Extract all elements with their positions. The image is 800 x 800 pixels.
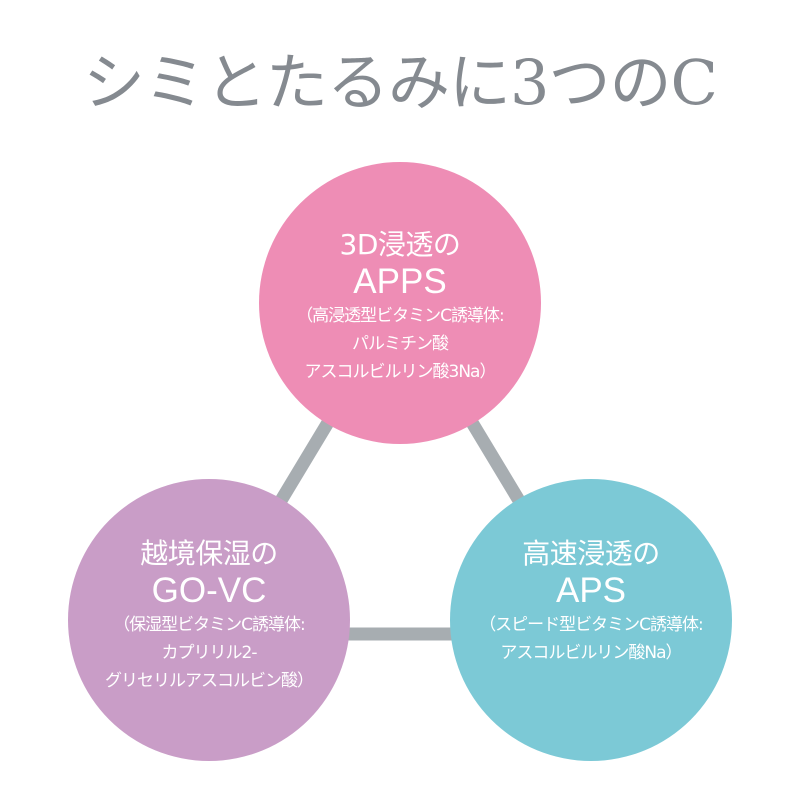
aps-detail-line: アスコルビルリン酸Na） bbox=[500, 643, 682, 663]
go-vc-heading: 越境保湿の bbox=[140, 537, 278, 570]
go-vc-detail-line: カプリリル2- bbox=[161, 643, 258, 663]
apps-circle: 3D浸透の APPS （高浸透型ビタミンC誘導体: パルミチン酸 アスコルビルリ… bbox=[259, 162, 541, 444]
apps-acronym: APPS bbox=[353, 262, 447, 301]
aps-detail-line: （スピード型ビタミンC誘導体: bbox=[479, 615, 704, 635]
go-vc-acronym: GO-VC bbox=[151, 571, 267, 610]
aps-heading: 高速浸透の bbox=[522, 537, 660, 570]
aps-circle: 高速浸透の APS （スピード型ビタミンC誘導体: アスコルビルリン酸Na） bbox=[450, 479, 732, 761]
go-vc-detail-line: グリセリルアスコルビン酸） bbox=[105, 671, 314, 691]
apps-detail-line: アスコルビルリン酸3Na） bbox=[304, 362, 497, 382]
apps-heading: 3D浸透の bbox=[339, 228, 461, 261]
aps-acronym: APS bbox=[555, 571, 627, 610]
go-vc-circle: 越境保湿の GO-VC （保湿型ビタミンC誘導体: カプリリル2- グリセリルア… bbox=[68, 479, 350, 761]
apps-detail-line: （高浸透型ビタミンC誘導体: bbox=[296, 306, 505, 326]
page-title: シミとたるみに3つのC bbox=[83, 46, 718, 119]
apps-detail-line: パルミチン酸 bbox=[352, 334, 449, 354]
go-vc-detail-line: （保湿型ビタミンC誘導体: bbox=[113, 615, 306, 635]
